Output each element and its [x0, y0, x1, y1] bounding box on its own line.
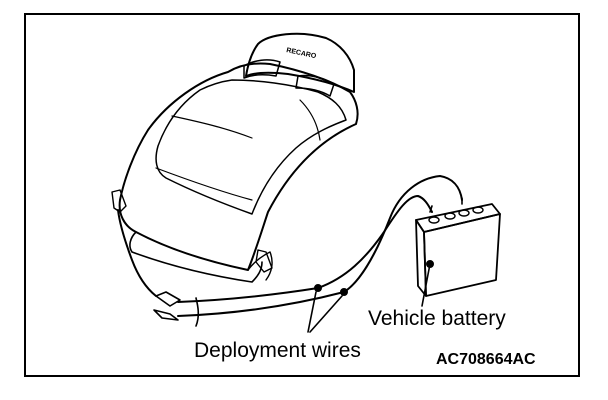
label-deployment-wires: Deployment wires [194, 339, 361, 362]
seat-base [111, 189, 273, 283]
label-vehicle-battery: Vehicle battery [368, 307, 506, 330]
seat-brand-logo: RECARO [286, 47, 318, 60]
seat-backrest [118, 62, 359, 271]
deployment-wires [177, 175, 463, 317]
figure-code: AC708664AC [436, 351, 536, 368]
wires-leader-lines [307, 291, 343, 333]
figure-frame [24, 13, 580, 377]
seat-harness-cable [117, 209, 200, 327]
vehicle-battery [415, 197, 501, 307]
seat-headrest [243, 32, 355, 97]
